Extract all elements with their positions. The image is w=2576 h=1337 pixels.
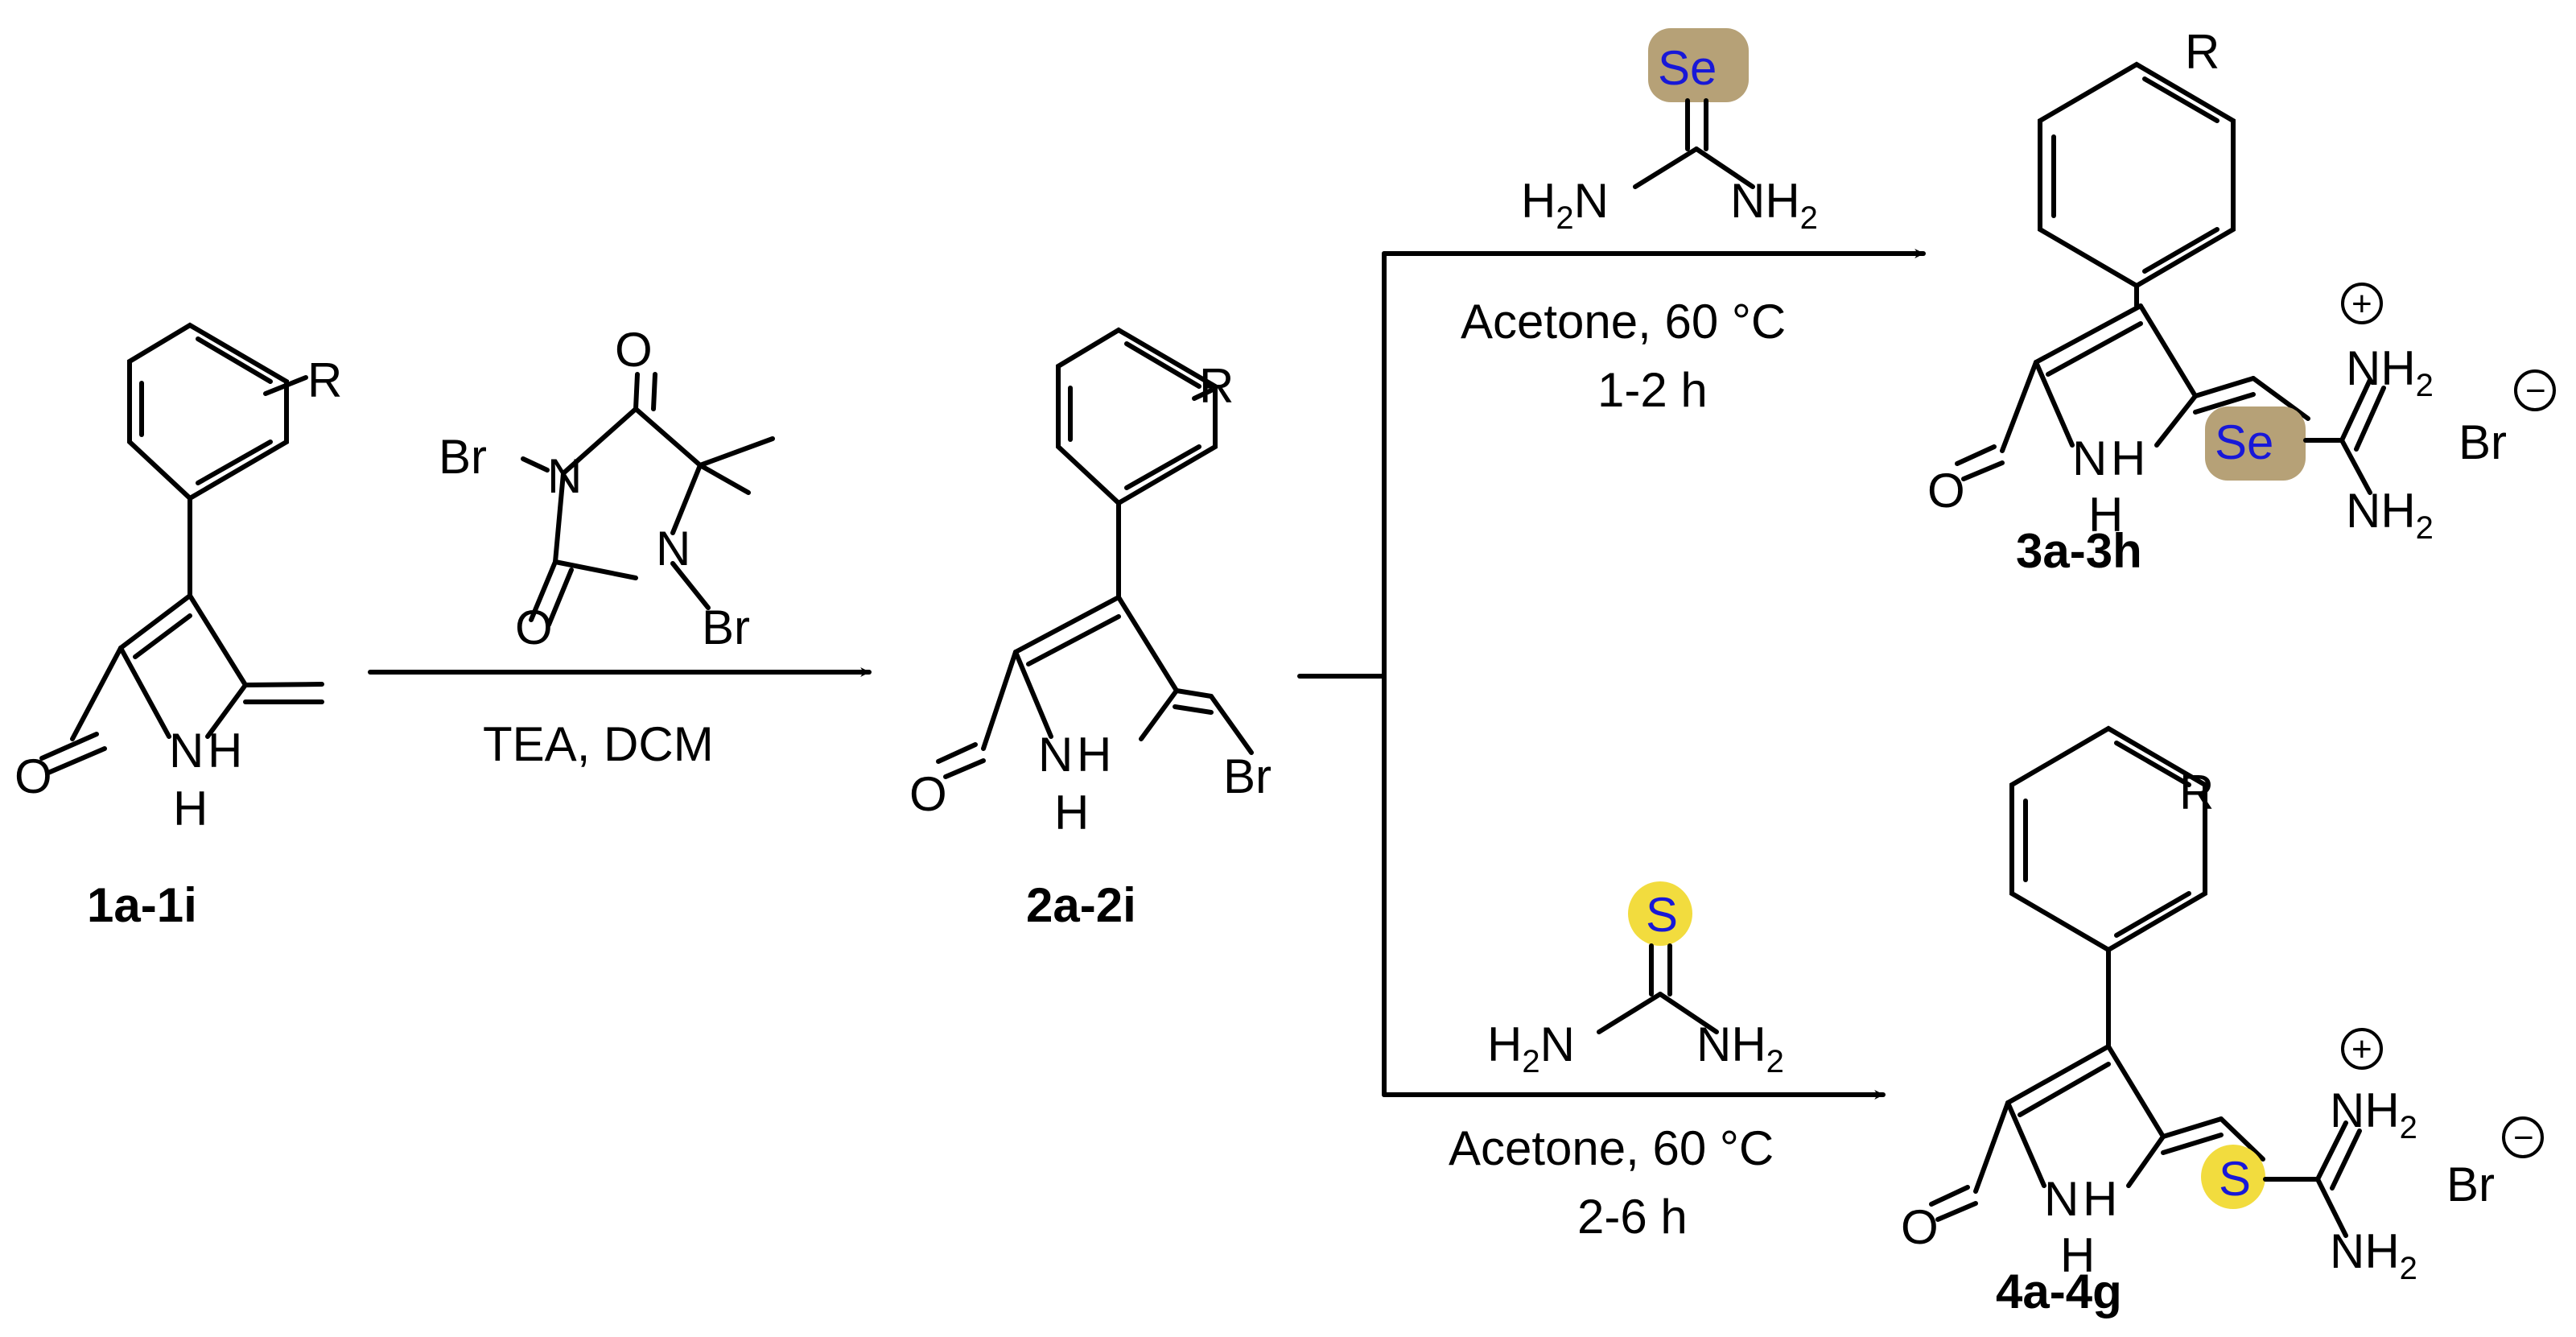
positive-charge <box>2341 283 2383 324</box>
condition-step1: TEA, DCM <box>483 717 714 771</box>
compound-4a-4g <box>1929 725 2362 1238</box>
atom-se: Se <box>2215 415 2273 469</box>
compound-2a-2i <box>936 327 1254 779</box>
condition-s-solvent: Acetone, 60 °C <box>1449 1121 1774 1175</box>
compound-label-1a-1i: 1a-1i <box>87 878 197 932</box>
reagent-selenourea <box>1633 28 1755 189</box>
amine-top: NH2 <box>2346 341 2434 403</box>
condition-se-time: 1-2 h <box>1597 363 1708 417</box>
atom-s: S <box>1646 888 1678 942</box>
atom-n: N <box>2072 431 2107 485</box>
reagent-dbdmh <box>521 372 775 627</box>
atom-r: R <box>307 353 342 407</box>
negative-charge <box>2502 1116 2544 1158</box>
se-highlight <box>1648 28 1749 102</box>
atom-r: R <box>1199 359 1234 413</box>
atom-h: H <box>208 724 242 778</box>
amine-right: NH2 <box>1696 1017 1784 1079</box>
atom-o: O <box>909 767 947 821</box>
reagent-thiourea <box>1597 881 1719 1034</box>
amine-bottom: NH2 <box>2346 484 2434 546</box>
amine-left: H2N <box>1521 174 1609 236</box>
plus-sign: + <box>2351 284 2372 324</box>
condition-se-solvent: Acetone, 60 °C <box>1461 295 1786 349</box>
atom-o: O <box>1927 464 1965 518</box>
atom-h: H <box>1054 786 1089 840</box>
atom-o: O <box>515 600 553 654</box>
atom-n: N <box>547 449 582 503</box>
atom-h: H <box>1077 728 1111 782</box>
se-highlight <box>2205 406 2306 481</box>
compound-label-3a-3h: 3a-3h <box>2016 524 2142 578</box>
compound-3a-3h <box>1955 61 2386 495</box>
minus-sign: − <box>2525 371 2546 411</box>
atom-h: H <box>2060 1228 2095 1282</box>
atom-o: O <box>14 749 52 803</box>
plus-sign: + <box>2351 1030 2372 1069</box>
atom-h: H <box>2088 488 2123 542</box>
atom-n: N <box>169 724 204 778</box>
amine-bottom: NH2 <box>2330 1224 2417 1286</box>
atom-br: Br <box>1223 749 1272 803</box>
atom-h: H <box>2111 431 2145 485</box>
amine-right: NH2 <box>1730 174 1818 236</box>
branch-connector <box>1297 251 1387 1097</box>
atom-r: R <box>2185 25 2219 79</box>
atom-h: H <box>2083 1172 2117 1226</box>
atom-n: N <box>1038 728 1073 782</box>
amine-top: NH2 <box>2330 1083 2417 1145</box>
atom-n: N <box>2044 1172 2079 1226</box>
condition-s-time: 2-6 h <box>1577 1190 1688 1244</box>
atom-br: Br <box>439 430 487 484</box>
positive-charge <box>2341 1028 2383 1070</box>
atom-o: O <box>615 323 653 377</box>
compound-1a-1i <box>39 322 324 775</box>
atom-o: O <box>1901 1200 1939 1254</box>
atom-h: H <box>173 782 208 836</box>
bromide-counterion: Br <box>2459 415 2507 469</box>
negative-charge <box>2514 369 2556 411</box>
minus-sign: − <box>2513 1118 2534 1157</box>
atom-n: N <box>656 522 690 576</box>
atom-se: Se <box>1658 41 1717 95</box>
atom-r: R <box>2179 765 2214 819</box>
compound-label-2a-2i: 2a-2i <box>1026 878 1136 932</box>
s-highlight <box>2201 1145 2265 1209</box>
atom-s: S <box>2219 1152 2251 1206</box>
compound-label-4a-4g: 4a-4g <box>1996 1265 2122 1318</box>
amine-left: H2N <box>1487 1017 1575 1079</box>
bromide-counterion: Br <box>2446 1157 2495 1211</box>
s-highlight <box>1628 881 1692 946</box>
atom-br: Br <box>702 600 750 654</box>
